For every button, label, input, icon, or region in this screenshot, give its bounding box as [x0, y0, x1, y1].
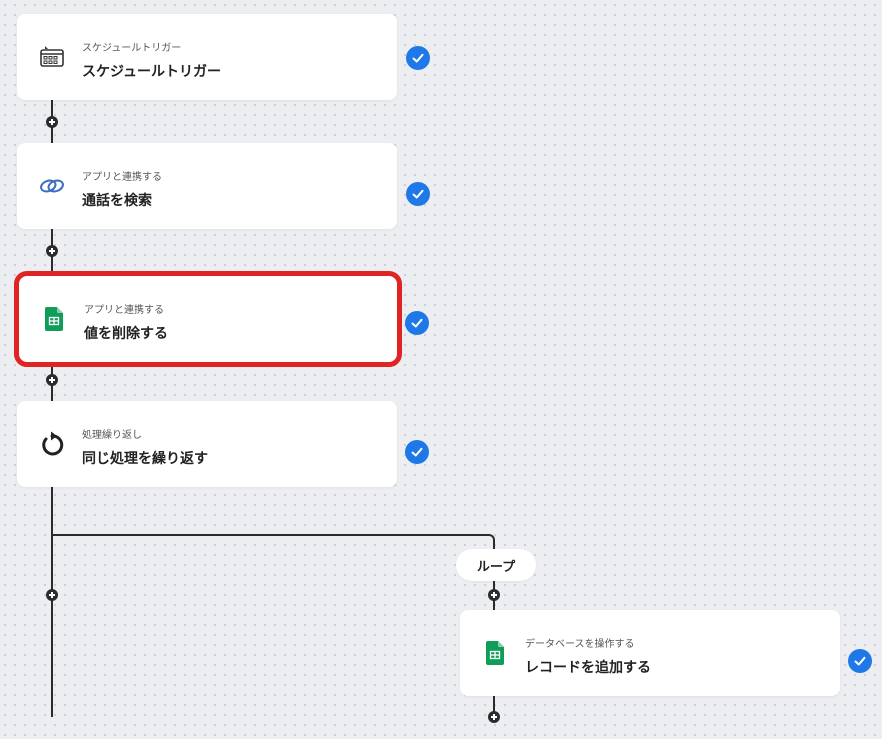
branch-line	[51, 534, 488, 536]
add-loop-step-button[interactable]	[488, 589, 500, 601]
step-title: レコードを追加する	[525, 660, 651, 676]
step-card-loop[interactable]: 処理繰り返し 同じ処理を繰り返す	[17, 401, 397, 487]
step-subtitle: スケジュールトリガー	[82, 43, 182, 54]
completed-check-icon	[406, 182, 430, 206]
step-title: 値を削除する	[84, 326, 168, 342]
add-step-button[interactable]	[46, 116, 58, 128]
add-step-button[interactable]	[46, 245, 58, 257]
step-title: 同じ処理を繰り返す	[82, 451, 208, 467]
calendar-schedule-icon	[39, 44, 65, 70]
step-card-search-calls[interactable]: アプリと連携する 通話を検索	[17, 143, 397, 229]
step-card-add-record[interactable]: データベースを操作する レコードを追加する	[460, 610, 840, 696]
loop-repeat-icon	[39, 431, 65, 457]
step-subtitle: アプリと連携する	[82, 172, 162, 183]
google-sheets-icon	[482, 640, 508, 666]
add-loop-step-button[interactable]	[488, 711, 500, 723]
completed-check-icon	[405, 440, 429, 464]
step-card-delete-values[interactable]: アプリと連携する 値を削除する	[14, 271, 402, 367]
step-subtitle: データベースを操作する	[525, 639, 635, 650]
step-card-schedule-trigger[interactable]: スケジュールトリガー スケジュールトリガー	[17, 14, 397, 100]
completed-check-icon	[406, 46, 430, 70]
branch-corner	[487, 534, 495, 542]
google-sheets-icon	[41, 306, 67, 332]
loop-label: ループ	[456, 549, 536, 581]
add-step-button[interactable]	[46, 589, 58, 601]
step-subtitle: 処理繰り返し	[82, 430, 142, 441]
step-title: スケジュールトリガー	[82, 64, 222, 80]
step-title: 通話を検索	[82, 193, 152, 209]
connector-line-main	[51, 487, 53, 717]
completed-check-icon	[405, 311, 429, 335]
branch-line-down	[493, 540, 495, 550]
link-chain-icon	[39, 173, 65, 199]
add-step-button[interactable]	[46, 374, 58, 386]
loop-connector-line	[493, 696, 495, 718]
completed-check-icon	[848, 649, 872, 673]
step-subtitle: アプリと連携する	[84, 305, 164, 316]
